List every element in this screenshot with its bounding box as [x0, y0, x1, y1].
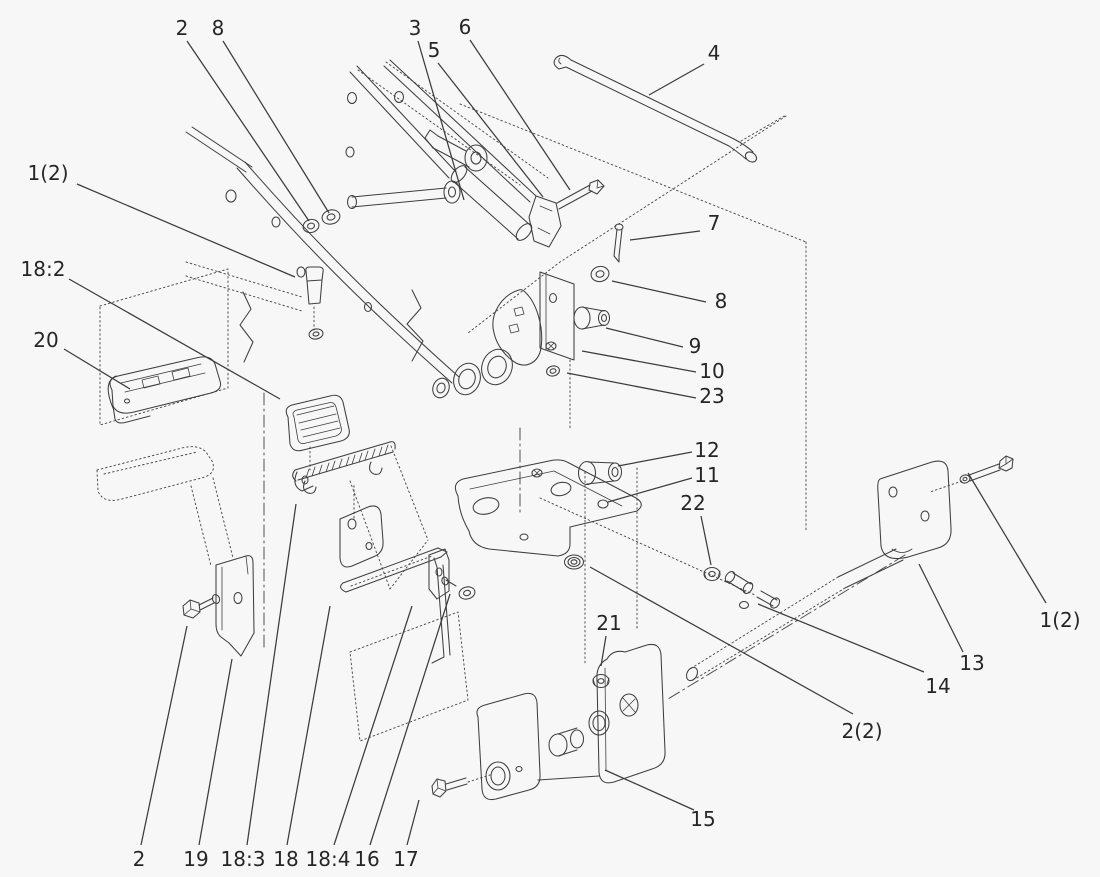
leader-line-11-15 — [607, 477, 693, 503]
leader-line-23-13 — [566, 372, 697, 399]
leader-line-18:2-7 — [68, 278, 281, 400]
callout-label-20-8: 20 — [33, 328, 58, 352]
leader-line-1(2)-6 — [76, 183, 296, 278]
callout-label-18:3-25: 18:3 — [221, 847, 266, 871]
callout-label-9-11: 9 — [689, 334, 702, 358]
part-lever-assembly — [432, 271, 575, 399]
callout-label-3-2: 3 — [409, 16, 422, 40]
callout-label-12-14: 12 — [694, 438, 719, 462]
leader-line-9-11 — [605, 327, 684, 348]
callout-label-23-13: 23 — [699, 384, 724, 408]
frame-rails — [185, 90, 460, 384]
part-bracket-11 — [454, 459, 781, 610]
leader-line-13-18 — [918, 563, 964, 653]
callout-label-1(2)-17: 1(2) — [1039, 608, 1080, 632]
callout-label-2-23: 2 — [133, 847, 146, 871]
callout-label-16-28: 16 — [354, 847, 379, 871]
leader-line-7-9 — [629, 230, 701, 241]
callout-label-17-29: 17 — [393, 847, 418, 871]
leader-line-20-8 — [63, 348, 131, 390]
callout-label-18-26: 18 — [273, 847, 298, 871]
part-bracket-15 — [431, 643, 666, 801]
leader-line-18:4-27 — [333, 605, 413, 846]
callout-label-15-22: 15 — [690, 807, 715, 831]
callout-label-13-18: 13 — [959, 651, 984, 675]
leader-line-4-5 — [648, 63, 705, 96]
part-top-rods — [346, 59, 605, 248]
callout-label-1(2)-6: 1(2) — [27, 161, 68, 185]
leader-line-22-16 — [700, 515, 712, 566]
leader-line-2-0 — [186, 40, 310, 222]
leader-line-18-26 — [286, 605, 331, 846]
callout-label-10-12: 10 — [699, 359, 724, 383]
part-pedal-18-group — [285, 394, 476, 664]
callout-label-18:2-7: 18:2 — [21, 257, 66, 281]
part-small-hardware — [302, 209, 624, 377]
part-pedal-20-group — [96, 356, 255, 657]
callout-label-6-4: 6 — [459, 15, 472, 39]
leader-line-12-14 — [617, 451, 693, 467]
callout-label-21-21: 21 — [596, 611, 621, 635]
leader-line-3-2 — [417, 40, 465, 201]
leader-line-8-1 — [222, 40, 330, 214]
callout-label-5-3: 5 — [428, 38, 441, 62]
leader-line-2(2)-20 — [589, 566, 854, 715]
leader-line-19-24 — [198, 658, 233, 846]
callout-label-8-1: 8 — [212, 16, 225, 40]
callout-label-14-19: 14 — [925, 674, 950, 698]
leader-line-8-10 — [611, 280, 707, 303]
leader-line-6-4 — [469, 39, 571, 191]
phantom-frame — [99, 61, 963, 783]
callout-label-2(2)-20: 2(2) — [841, 719, 882, 743]
part-rod-4 — [553, 54, 758, 163]
part-plate-13-shaft-14 — [685, 455, 1014, 682]
callout-label-4-5: 4 — [708, 41, 721, 65]
leader-line-14-19 — [757, 603, 925, 673]
callout-label-18:4-27: 18:4 — [306, 847, 351, 871]
leader-line-21-21 — [600, 635, 607, 667]
leader-line-2-23 — [140, 625, 188, 846]
callout-label-22-16: 22 — [680, 491, 705, 515]
leader-line-5-3 — [437, 62, 544, 198]
callout-label-19-24: 19 — [183, 847, 208, 871]
leader-line-15-22 — [604, 769, 695, 811]
callout-label-8-10: 8 — [715, 289, 728, 313]
leader-line-18:3-25 — [246, 503, 297, 846]
callout-label-7-9: 7 — [708, 211, 721, 235]
leader-line-17-29 — [406, 799, 420, 846]
leader-line-16-28 — [369, 593, 451, 846]
leader-line-1(2)-17 — [967, 472, 1047, 604]
leader-line-10-12 — [581, 350, 697, 373]
diagram-artwork — [96, 54, 1014, 801]
callout-label-2-0: 2 — [176, 16, 189, 40]
callout-label-11-15: 11 — [694, 463, 719, 487]
